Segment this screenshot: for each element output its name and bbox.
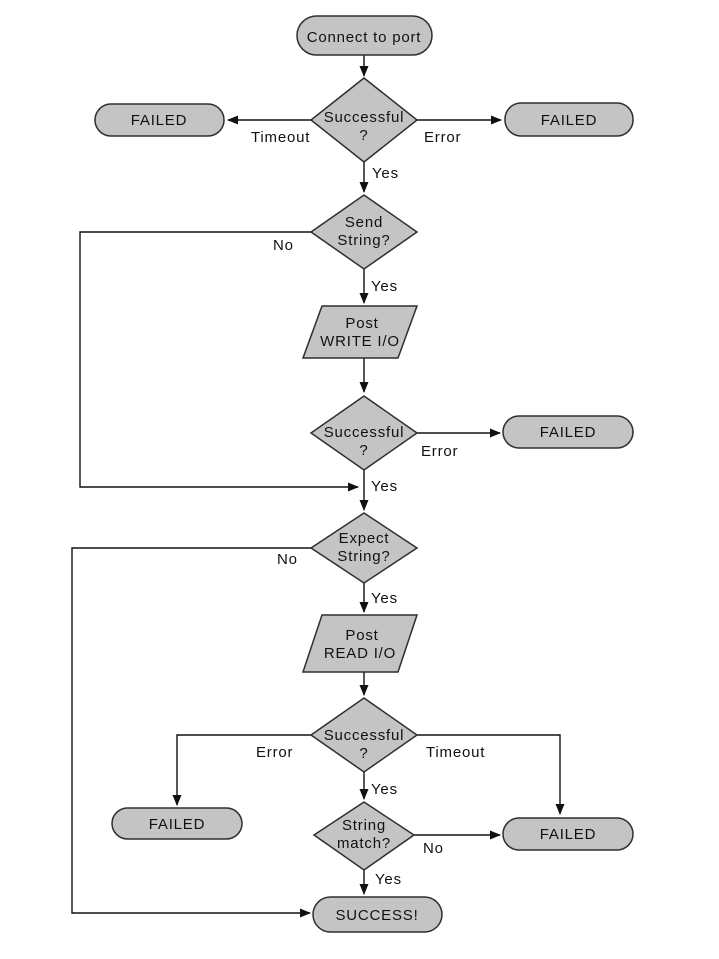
decision-write-successful-label-2: ? (359, 442, 368, 459)
decision-write-successful-label-1: Successful (324, 424, 405, 441)
terminator-failed-read-error-label: FAILED (149, 816, 206, 833)
terminator-failed-error-1 (504, 102, 634, 137)
edge-label-yes-2: Yes (371, 278, 398, 295)
decision-expect-string (309, 512, 419, 584)
decision-string-match (312, 801, 416, 871)
decision-expect-string-label-1: Expect (339, 530, 390, 547)
decision-connect-successful-label-2: ? (359, 127, 368, 144)
process-post-write-io (301, 305, 419, 359)
terminator-failed-error-1-label: FAILED (541, 112, 598, 129)
decision-send-string-label-2: String? (337, 232, 390, 249)
edge-label-yes-5: Yes (371, 781, 398, 798)
decision-send-string-label-1: Send (345, 214, 383, 231)
process-post-write-io-label-2: WRITE I/O (320, 333, 400, 350)
edge-sendstring-no-loop (79, 231, 359, 492)
edge-successful3-error-to-failed (172, 734, 311, 806)
process-post-read-io (301, 614, 419, 673)
edge-label-no-2: No (273, 237, 294, 254)
decision-read-successful (309, 697, 419, 773)
edge-label-error-3: Error (421, 443, 458, 460)
edge-successful3-timeout-to-failed (417, 734, 565, 815)
decision-connect-successful (309, 77, 419, 163)
terminator-failed-write-error (502, 415, 634, 449)
edge-label-no-6: No (423, 840, 444, 857)
edge-label-yes-4: Yes (371, 590, 398, 607)
edge-label-no-4: No (277, 551, 298, 568)
terminator-failed-write-error-label: FAILED (540, 424, 597, 441)
decision-expect-string-label-2: String? (337, 548, 390, 565)
edge-label-error-5: Error (256, 744, 293, 761)
decision-string-match-label-2: match? (337, 835, 391, 852)
process-post-write-io-label-1: Post (345, 315, 378, 332)
decision-read-successful-label-2: ? (359, 745, 368, 762)
edge-label-yes-3: Yes (371, 478, 398, 495)
process-post-read-io-label-1: Post (345, 627, 378, 644)
terminator-success-label: SUCCESS! (335, 907, 418, 924)
edge-label-timeout-5: Timeout (426, 744, 485, 761)
decision-connect-successful-label-1: Successful (324, 109, 405, 126)
edge-label-yes-6: Yes (375, 871, 402, 888)
terminator-failed-read-timeout-label: FAILED (540, 826, 597, 843)
terminator-failed-read-error (111, 807, 243, 840)
edge-label-timeout-1: Timeout (251, 129, 310, 146)
process-post-read-io-label-2: READ I/O (324, 645, 396, 662)
edge-label-error-1: Error (424, 129, 461, 146)
node-connect-to-port (296, 15, 433, 56)
terminator-success (312, 896, 443, 933)
terminator-failed-timeout-1-label: FAILED (131, 112, 188, 129)
decision-string-match-label-1: String (342, 817, 386, 834)
decision-write-successful (309, 395, 419, 471)
decision-read-successful-label-1: Successful (324, 727, 405, 744)
terminator-failed-timeout-1 (94, 103, 225, 137)
node-connect-to-port-label: Connect to port (307, 29, 422, 46)
terminator-failed-read-timeout (502, 817, 634, 851)
edge-expectstring-no-loop (71, 547, 311, 918)
decision-send-string (309, 194, 419, 270)
edge-label-yes-1: Yes (372, 165, 399, 182)
